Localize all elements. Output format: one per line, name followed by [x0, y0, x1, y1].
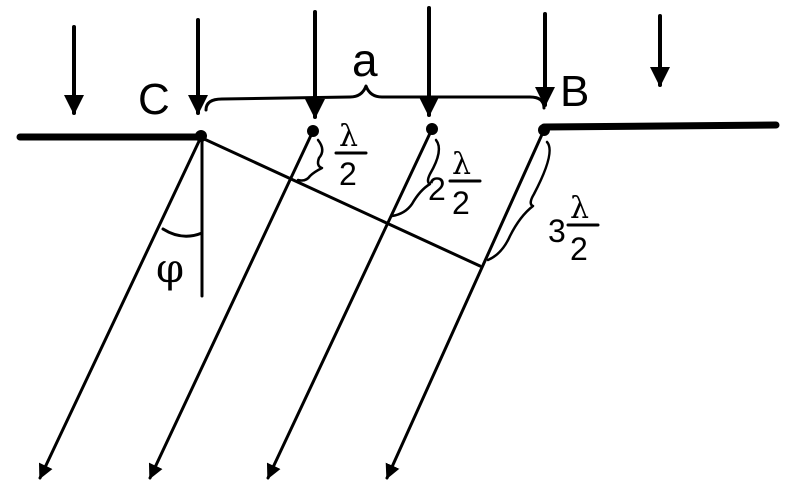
- path-diff-brace: [486, 140, 551, 262]
- diffracted-ray: [385, 128, 546, 480]
- screen-right: [540, 121, 780, 131]
- path-diff-brace: [390, 138, 441, 218]
- path-diff-2-den: 2: [452, 185, 470, 221]
- point-c-label: C: [138, 75, 170, 124]
- diffracted-ray: [266, 127, 434, 480]
- diffracted-rays: [38, 127, 546, 480]
- path-diff-1-num: λ: [339, 119, 358, 154]
- source-points: [195, 123, 550, 142]
- path-diff-1-label: λ 2: [334, 119, 368, 192]
- path-diff-2-label: 2 λ 2: [428, 147, 482, 221]
- path-diff-3-num: λ: [570, 191, 589, 226]
- diffracted-ray: [38, 135, 203, 480]
- width-brace: [204, 84, 546, 112]
- path-diff-brace: [296, 138, 324, 182]
- angle-arc: [161, 227, 204, 238]
- path-diff-3-den: 2: [570, 231, 588, 267]
- diffracted-ray: [148, 129, 315, 480]
- perpendicular-line: [200, 136, 482, 268]
- incident-rays: [64, 6, 670, 119]
- path-diff-1-den: 2: [339, 156, 357, 192]
- point-b-label: B: [560, 67, 589, 116]
- path-diff-3-coef: 3: [548, 213, 566, 249]
- path-diff-2-coef: 2: [428, 171, 446, 207]
- angle-label: φ: [156, 246, 184, 292]
- path-diff-2-num: λ: [452, 147, 471, 182]
- width-label: a: [352, 34, 378, 86]
- path-diff-3-label: 3 λ 2: [548, 191, 600, 267]
